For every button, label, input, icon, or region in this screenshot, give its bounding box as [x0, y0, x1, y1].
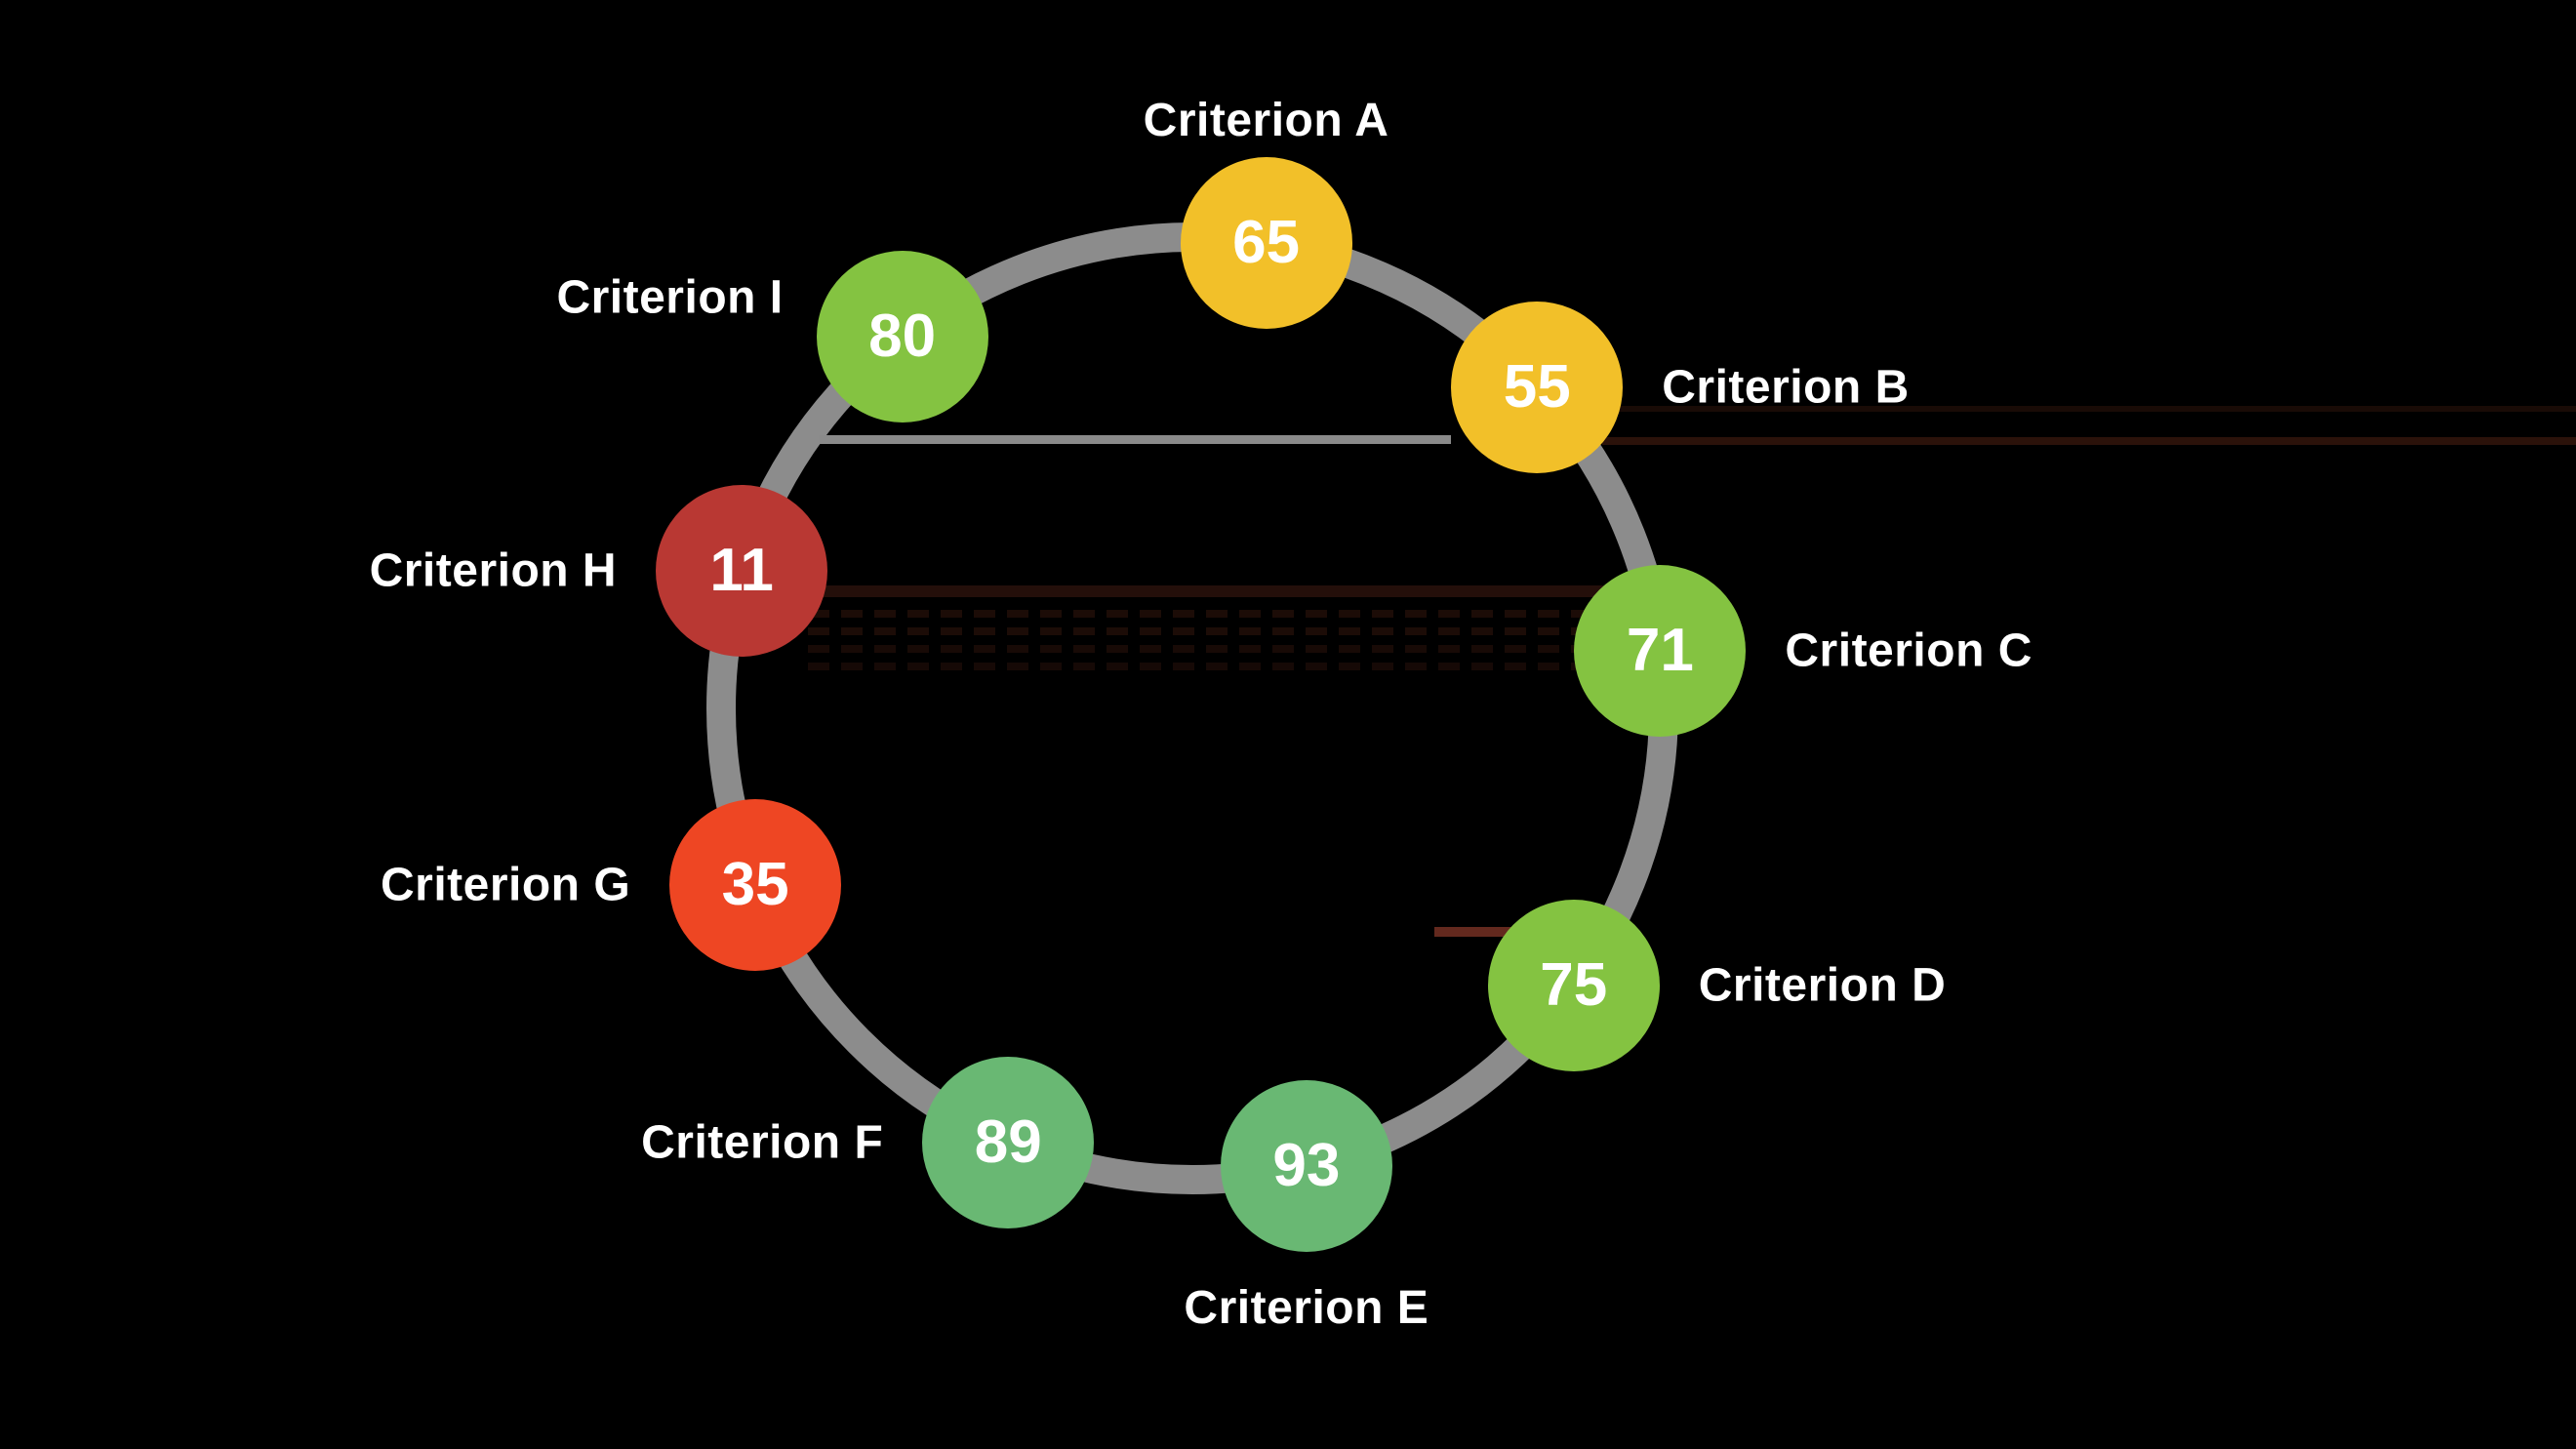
node-value-criterion-g: 35: [721, 850, 789, 918]
node-criterion-c: 71: [1574, 565, 1747, 738]
node-value-criterion-e: 93: [1272, 1131, 1341, 1199]
node-value-criterion-a: 65: [1232, 208, 1301, 276]
node-criterion-b: 55: [1451, 301, 1624, 473]
node-value-criterion-d: 75: [1540, 950, 1608, 1019]
label-criterion-i: Criterion I: [556, 271, 784, 324]
node-value-criterion-c: 71: [1626, 617, 1694, 685]
node-criterion-f: 89: [922, 1056, 1095, 1228]
label-criterion-b: Criterion B: [1662, 361, 1910, 413]
node-value-criterion-h: 11: [709, 536, 774, 604]
label-criterion-h: Criterion H: [369, 544, 618, 597]
label-criterion-a: Criterion A: [1143, 94, 1389, 146]
label-criterion-d: Criterion D: [1698, 959, 1947, 1012]
label-criterion-f: Criterion F: [641, 1116, 884, 1168]
node-criterion-i: 80: [816, 251, 988, 423]
node-value-criterion-b: 55: [1503, 352, 1571, 421]
label-criterion-c: Criterion C: [1785, 624, 2033, 677]
node-criterion-d: 75: [1487, 899, 1660, 1071]
node-criterion-g: 35: [669, 798, 842, 971]
label-criterion-e: Criterion E: [1184, 1281, 1429, 1334]
node-value-criterion-f: 89: [974, 1107, 1042, 1176]
node-criterion-e: 93: [1220, 1079, 1392, 1252]
node-value-criterion-i: 80: [868, 302, 937, 371]
node-criterion-a: 65: [1180, 156, 1352, 329]
label-criterion-g: Criterion G: [380, 859, 631, 911]
node-criterion-h: 11: [656, 484, 828, 657]
